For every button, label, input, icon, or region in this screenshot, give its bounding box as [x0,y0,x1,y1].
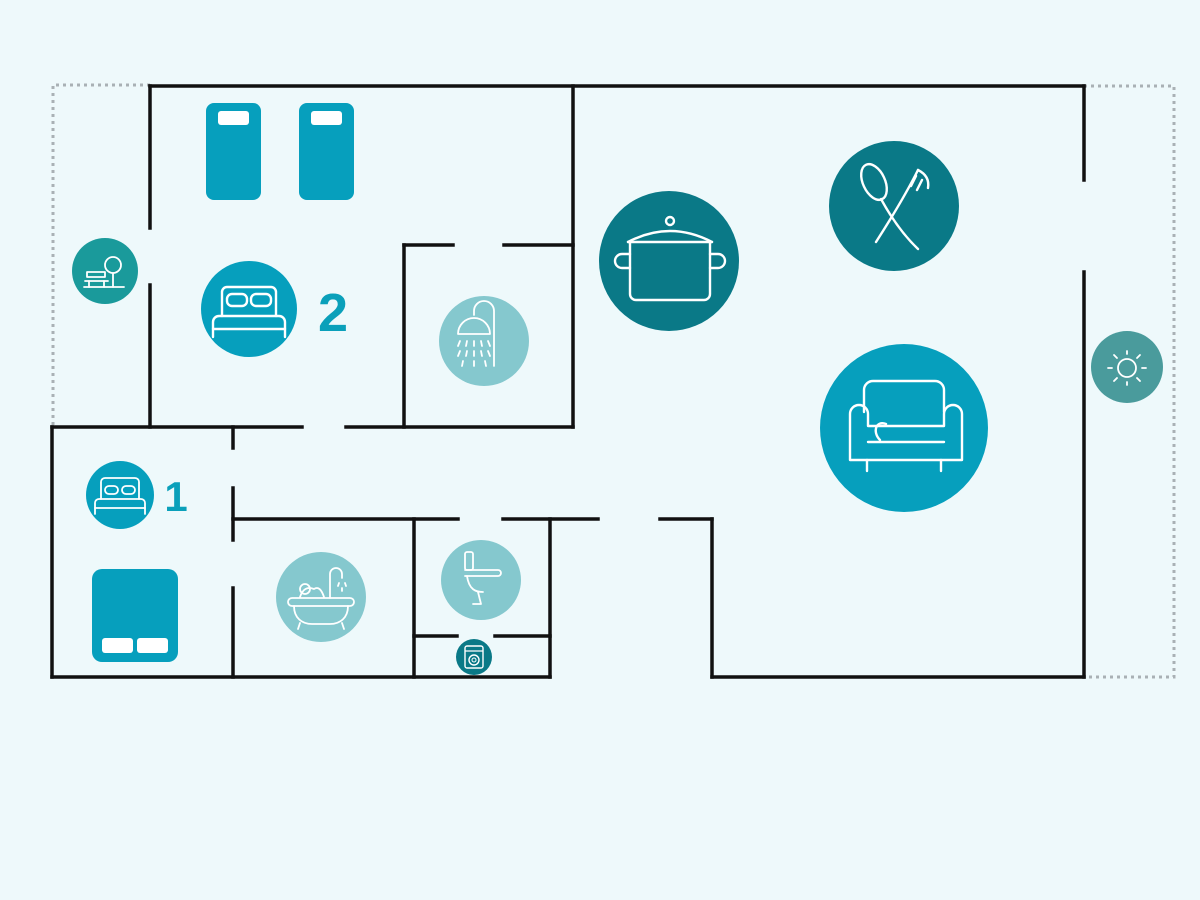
walls [50,84,1086,679]
double-bed-icon [92,569,178,662]
bathtub-icon [276,552,366,642]
armchair-icon [820,344,988,512]
single-bed-icon [206,103,261,200]
garden-icon [72,238,138,304]
sun-icon [1091,331,1163,403]
bedroom-2-number: 2 [318,283,348,343]
shower-icon [439,296,529,386]
bedroom-1-number: 1 [164,473,187,520]
dining-cutlery-icon [829,141,959,271]
cooking-pot-icon [599,191,739,331]
double-bed-icon [201,261,297,357]
double-bed-icon [86,461,154,529]
washing-machine-icon [456,639,492,675]
single-bed-icon [299,103,354,200]
toilet-icon [441,540,521,620]
exterior-outline [51,83,1176,679]
